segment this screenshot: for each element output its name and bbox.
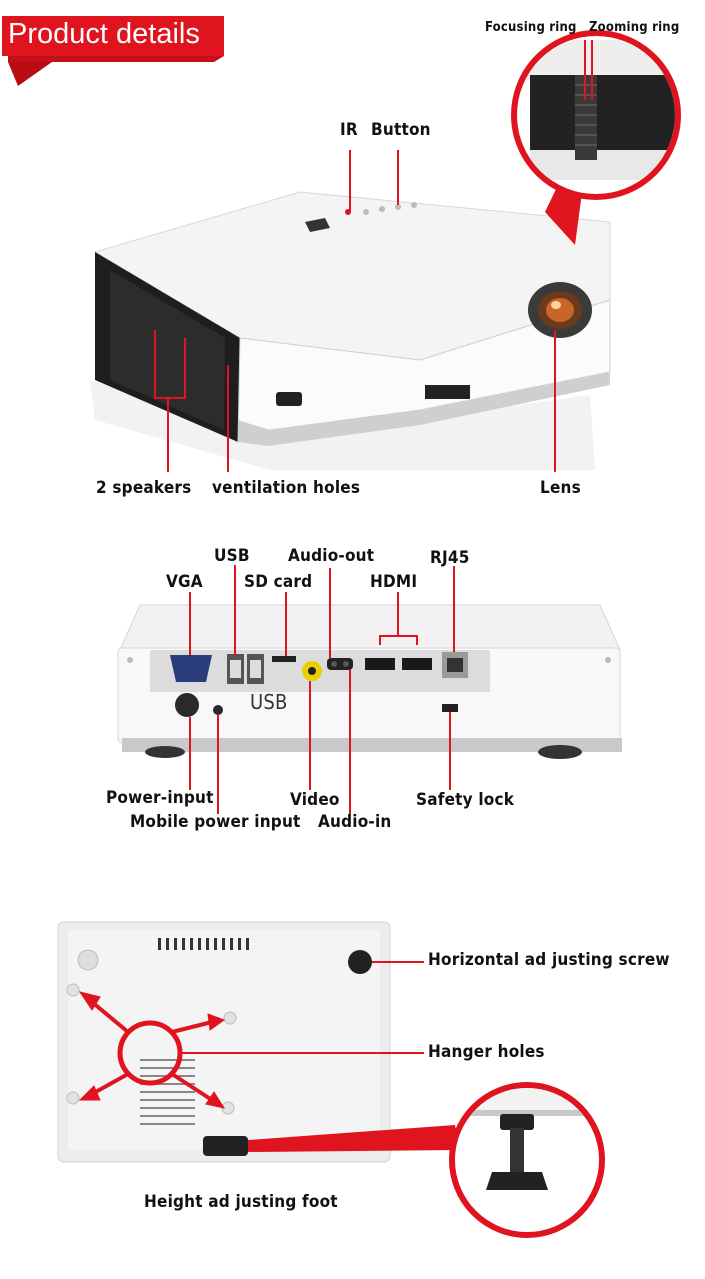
focusing-ring-label: Focusing ring [485,20,577,35]
usb-printed-label: USB [250,690,288,714]
horizontal-screw-label: Horizontal ad justing screw [428,950,670,970]
mobile-power-label: Mobile power input [130,812,301,832]
lens-label: Lens [540,478,581,498]
audio-out-label: Audio-out [288,546,375,566]
rj45-label: RJ45 [430,548,470,568]
hanger-arrows [78,991,226,1109]
safety-lock-label: Safety lock [416,790,515,810]
video-label: Video [290,790,340,810]
zooming-ring-label: Zooming ring [589,20,680,35]
power-input-label: Power-input [106,788,214,808]
section3-callout-lines [180,961,424,1054]
speakers-label: 2 speakers [96,478,192,498]
focus-ring-zoom-inset [511,30,681,245]
projector-bottom-image [57,921,391,1163]
button-label: Button [371,120,431,140]
section2-callout-lines [189,565,455,814]
banner-background [2,16,224,56]
page-title: Product details [8,18,200,50]
usb-top-label: USB [214,546,250,566]
ir-label: IR [340,120,358,140]
height-foot-label: Height ad justing foot [144,1192,338,1212]
ventilation-label: ventilation holes [212,478,361,498]
section1-callout-lines [154,150,556,472]
vga-label: VGA [166,572,203,592]
projector-top-image [90,191,611,470]
banner-ribbon [8,62,52,86]
hdmi-label: HDMI [370,572,418,592]
sd-card-label: SD card [244,572,313,592]
hanger-holes-label: Hanger holes [428,1042,545,1062]
height-foot-inset [449,1082,605,1238]
audio-in-label: Audio-in [318,812,392,832]
projector-back-image [117,604,622,759]
